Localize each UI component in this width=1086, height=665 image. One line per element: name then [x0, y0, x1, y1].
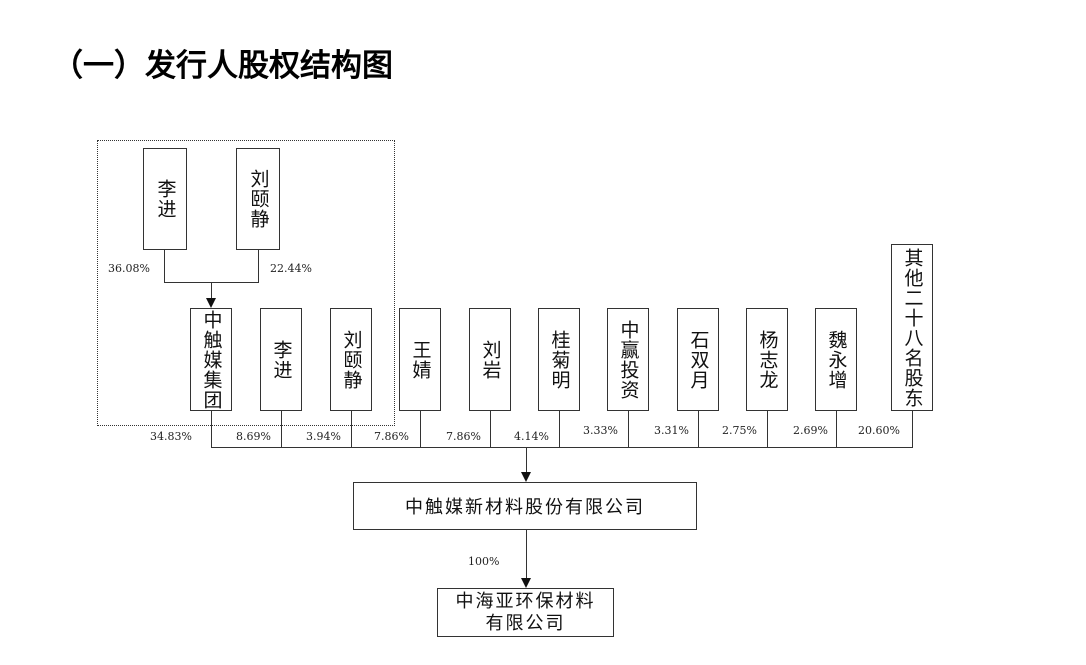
connector-line: [836, 411, 837, 447]
page-title: （一）发行人股权结构图: [52, 48, 393, 84]
shareholder-percent: 34.83%: [150, 430, 192, 443]
connector-line: [211, 282, 212, 306]
company-box: 中触媒新材料股份有限公司: [353, 482, 697, 530]
connector-line: [767, 411, 768, 447]
connector-line: [526, 530, 527, 586]
connector-line: [281, 411, 282, 447]
shareholder-box: 刘颐静: [330, 308, 372, 411]
shareholder-box: 其他二十八名股东: [891, 244, 933, 411]
shareholder-box-label: 魏永增: [825, 329, 848, 390]
shareholder-box: 桂菊明: [538, 308, 580, 411]
shareholder-percent: 3.31%: [654, 424, 689, 437]
connector-line: [420, 411, 421, 447]
shareholder-box-label: 杨志龙: [756, 329, 779, 390]
shareholder-box-label: 中赢投资: [617, 319, 640, 400]
connector-line: [559, 411, 560, 447]
arrow-head-icon: [521, 472, 531, 482]
connector-line: [258, 250, 259, 282]
shareholder-percent: 3.33%: [583, 424, 618, 437]
connector-line: [211, 411, 212, 447]
shareholder-box: 杨志龙: [746, 308, 788, 411]
shareholder-box-label: 石双月: [687, 329, 710, 390]
shareholder-box: 李进: [260, 308, 302, 411]
shareholder-box: 中触媒集团: [190, 308, 232, 411]
subsidiary-label: 中海亚环保材料有限公司: [455, 590, 596, 634]
shareholder-percent: 4.14%: [514, 430, 549, 443]
arrow-head-icon: [206, 298, 216, 308]
subsidiary-percent: 100%: [468, 555, 500, 568]
shareholder-box: 中赢投资: [607, 308, 649, 411]
connector-line: [351, 411, 352, 447]
top-holder-box-label: 刘颐静: [247, 169, 270, 229]
connector-line: [490, 411, 491, 447]
shareholder-percent: 3.94%: [306, 430, 341, 443]
shareholder-percent: 2.75%: [722, 424, 757, 437]
connector-line: [628, 411, 629, 447]
group-control-boundary: [97, 140, 395, 426]
shareholder-box: 石双月: [677, 308, 719, 411]
top-holder-box: 刘颐静: [236, 148, 280, 250]
shareholder-percent: 8.69%: [236, 430, 271, 443]
connector-line: [698, 411, 699, 447]
shareholder-box-label: 其他二十八名股东: [901, 247, 924, 408]
shareholder-box-label: 刘颐静: [340, 329, 363, 390]
top-holder-box-label: 李进: [154, 179, 177, 219]
shareholder-box-label: 桂菊明: [548, 329, 571, 390]
shareholder-box-label: 刘岩: [479, 339, 502, 380]
shareholder-percent: 2.69%: [793, 424, 828, 437]
top-holder-percent: 22.44%: [270, 262, 312, 275]
top-holder-percent: 36.08%: [108, 262, 150, 275]
shareholder-box: 王婧: [399, 308, 441, 411]
shareholder-box: 魏永增: [815, 308, 857, 411]
connector-line: [211, 447, 913, 448]
connector-line: [164, 250, 165, 282]
connector-line: [912, 411, 913, 447]
company-box-label: 中触媒新材料股份有限公司: [405, 497, 645, 518]
shareholder-box-label: 中触媒集团: [200, 309, 223, 410]
shareholder-box-label: 王婧: [409, 339, 432, 380]
shareholder-box: 刘岩: [469, 308, 511, 411]
shareholder-percent: 7.86%: [446, 430, 481, 443]
shareholder-percent: 7.86%: [374, 430, 409, 443]
shareholder-box-label: 李进: [270, 339, 293, 380]
shareholder-percent: 20.60%: [858, 424, 900, 437]
subsidiary-box: 中海亚环保材料有限公司: [437, 588, 614, 637]
top-holder-box: 李进: [143, 148, 187, 250]
arrow-head-icon: [521, 578, 531, 588]
connector-line: [526, 447, 527, 480]
